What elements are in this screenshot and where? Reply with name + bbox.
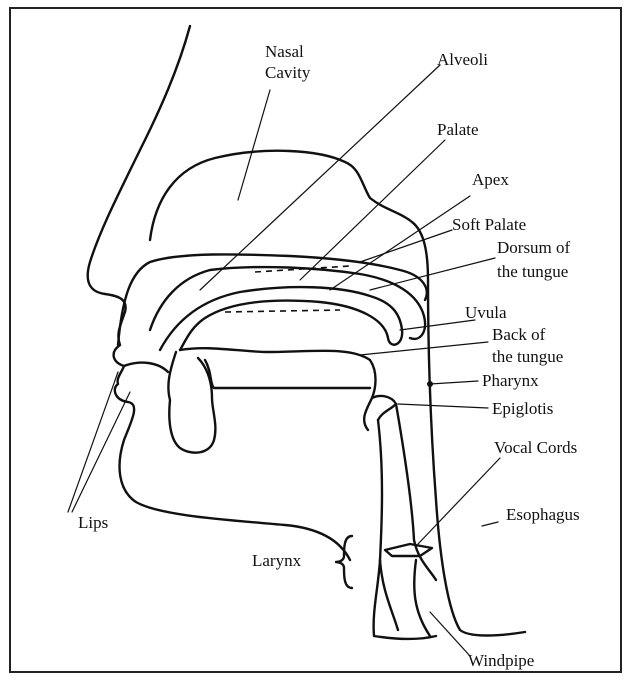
windpipe-inner	[414, 560, 430, 636]
tongue-dorsum	[160, 287, 402, 350]
vocal-cords	[385, 544, 432, 556]
label-nasal: Nasal	[265, 42, 304, 61]
label-uvula: Uvula	[465, 303, 507, 322]
label-alveoli: Alveoli	[437, 50, 488, 69]
windpipe-front	[374, 560, 436, 639]
label-soft-palate: Soft Palate	[452, 215, 526, 234]
label-lips: Lips	[78, 513, 108, 532]
label-larynx: Larynx	[252, 551, 302, 570]
label-dorsum-1: Dorsum of	[497, 238, 571, 257]
label-windpipe: Windpipe	[468, 651, 534, 670]
label-back-1: Back of	[492, 325, 546, 344]
label-dorsum-2: the tungue	[497, 262, 568, 281]
larynx-front	[378, 420, 398, 630]
label-apex: Apex	[472, 170, 509, 189]
label-pharynx: Pharynx	[482, 371, 539, 390]
label-back-2: the tungue	[492, 347, 563, 366]
label-vocal-cords: Vocal Cords	[494, 438, 577, 457]
tongue-dashes	[225, 310, 340, 312]
larynx-back	[396, 404, 436, 580]
label-palate: Palate	[437, 120, 479, 139]
mouth-floor	[205, 360, 370, 388]
label-cavity: Cavity	[265, 63, 311, 82]
label-esophagus: Esophagus	[506, 505, 580, 524]
label-epiglotis: Epiglotis	[492, 399, 553, 418]
epiglottis	[372, 396, 396, 420]
lower-lip	[124, 363, 168, 372]
